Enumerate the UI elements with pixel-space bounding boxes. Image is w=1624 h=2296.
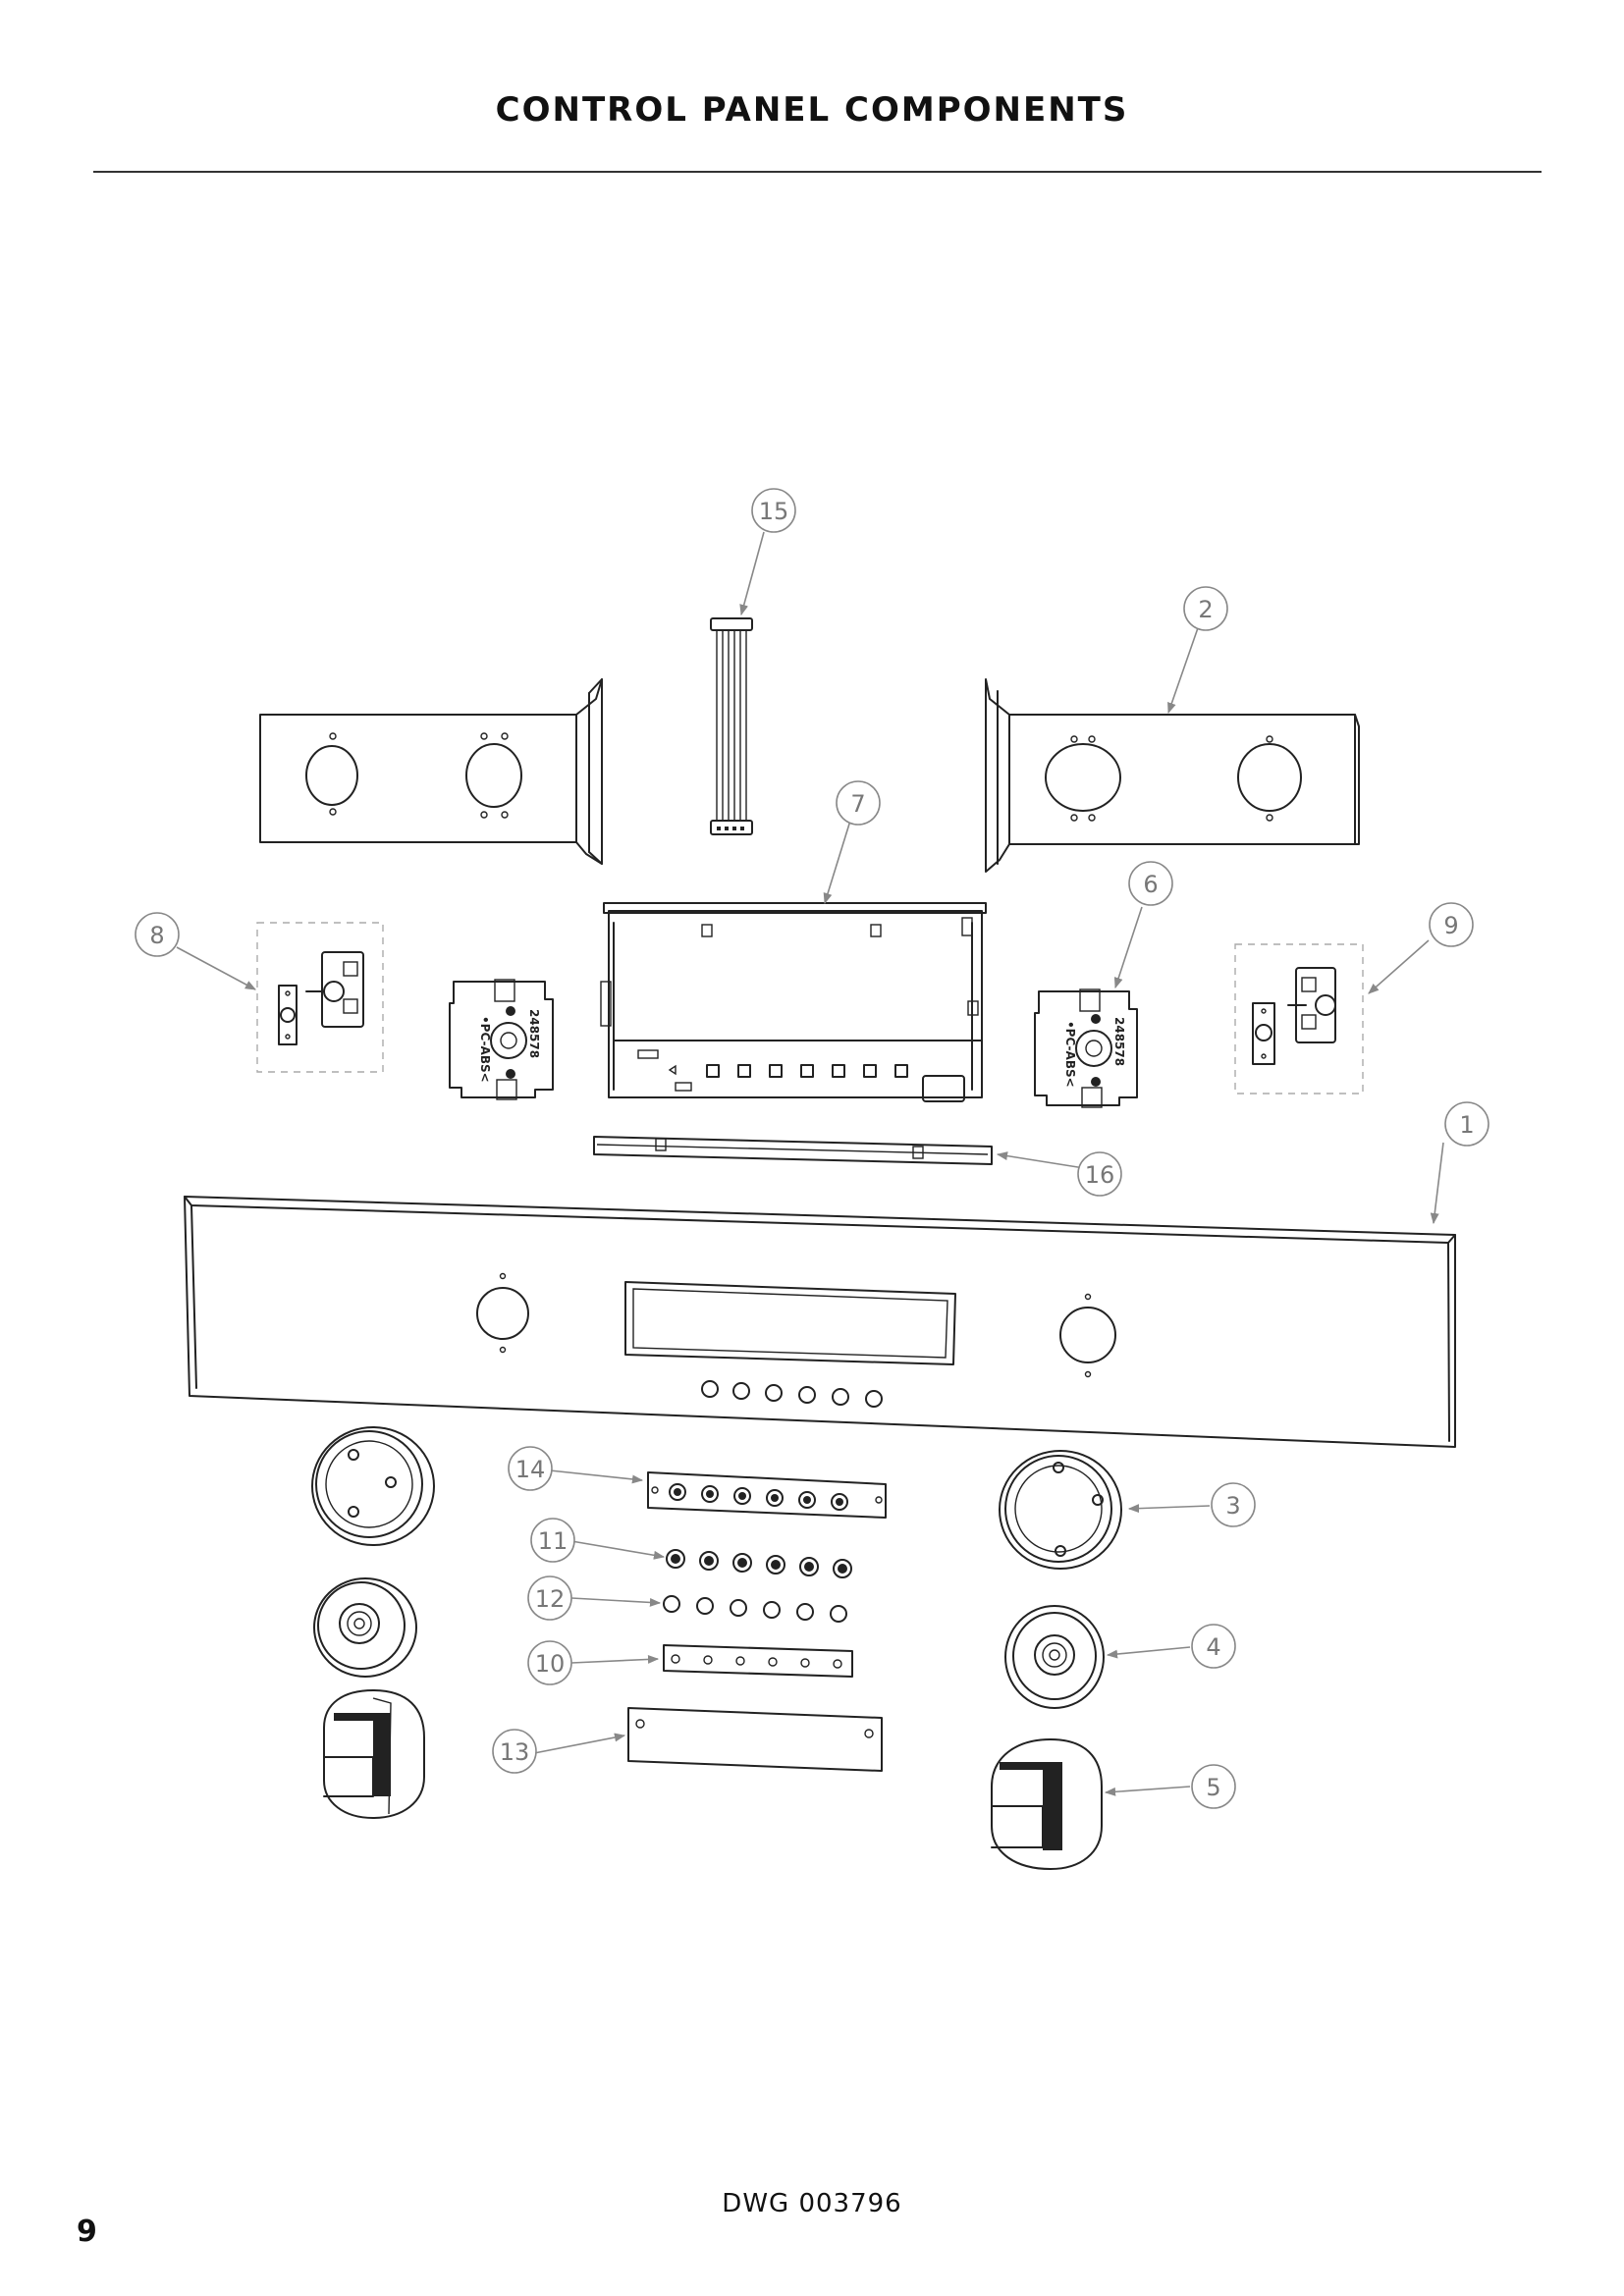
left-knob-bezel <box>311 1426 435 1546</box>
svg-text:3: 3 <box>1225 1492 1240 1520</box>
callout-2: 2 <box>1183 586 1228 631</box>
left-control-knob <box>323 1689 425 1819</box>
light-pipe-strip <box>593 1136 993 1165</box>
svg-text:8: 8 <box>149 922 164 949</box>
drawing-number: DWG 003796 <box>722 2189 902 2218</box>
callout-8: 8 <box>135 912 180 957</box>
right-knob-spindle <box>1004 1605 1105 1709</box>
leader-lines <box>176 531 1444 1796</box>
title-divider <box>93 171 1542 173</box>
svg-text:9: 9 <box>1443 912 1458 939</box>
right-knob-bezel <box>999 1450 1122 1570</box>
part-code-stamp-left: 248578 <box>527 1009 541 1058</box>
callout-13: 13 <box>492 1729 537 1774</box>
callout-6: 6 <box>1128 861 1173 906</box>
button-retainer-strip <box>663 1644 853 1678</box>
callout-4: 4 <box>1191 1624 1236 1669</box>
left-selector-switch <box>256 922 384 1073</box>
right-control-knob <box>991 1738 1103 1870</box>
wiring-harness <box>710 617 753 835</box>
callout-1: 1 <box>1444 1101 1489 1147</box>
page-title: CONTROL PANEL COMPONENTS <box>495 90 1129 130</box>
material-stamp-right: •PC-ABS< <box>1063 1021 1077 1088</box>
svg-text:13: 13 <box>500 1738 530 1766</box>
svg-text:14: 14 <box>515 1456 546 1483</box>
button-pcb <box>647 1471 887 1519</box>
left-switch-mount: •PC-ABS< 248578 <box>449 979 554 1100</box>
right-switch-mount: •PC-ABS< 248578 <box>1034 988 1138 1108</box>
svg-text:11: 11 <box>538 1527 568 1555</box>
svg-text:10: 10 <box>535 1650 566 1678</box>
svg-text:16: 16 <box>1085 1161 1115 1189</box>
right-side-bracket <box>985 678 1360 873</box>
svg-text:7: 7 <box>850 790 865 818</box>
callout-3: 3 <box>1211 1482 1256 1527</box>
svg-text:2: 2 <box>1198 596 1213 623</box>
electronic-controller <box>600 902 987 1102</box>
insulation-pad <box>627 1707 883 1772</box>
callout-12: 12 <box>527 1575 572 1621</box>
callout-11: 11 <box>530 1518 575 1563</box>
callout-15: 15 <box>751 488 796 533</box>
left-knob-spindle <box>313 1577 417 1678</box>
page-number: 9 <box>77 2215 97 2249</box>
svg-text:15: 15 <box>759 498 789 525</box>
callout-10: 10 <box>527 1640 572 1685</box>
svg-text:4: 4 <box>1206 1633 1220 1661</box>
control-panel-fascia <box>184 1196 1456 1448</box>
material-stamp-left: •PC-ABS< <box>478 1016 492 1083</box>
svg-text:12: 12 <box>535 1585 566 1613</box>
callout-9: 9 <box>1429 902 1474 947</box>
left-side-bracket <box>259 678 603 865</box>
callout-16: 16 <box>1077 1151 1122 1197</box>
button-caps <box>666 1549 852 1578</box>
right-selector-switch <box>1234 943 1364 1095</box>
button-actuators <box>663 1595 847 1623</box>
svg-text:6: 6 <box>1143 871 1158 898</box>
part-code-stamp-right: 248578 <box>1112 1017 1126 1066</box>
callout-5: 5 <box>1191 1764 1236 1809</box>
callout-7: 7 <box>836 780 881 826</box>
svg-text:1: 1 <box>1459 1111 1474 1139</box>
callout-14: 14 <box>508 1446 553 1491</box>
svg-text:5: 5 <box>1206 1774 1220 1801</box>
